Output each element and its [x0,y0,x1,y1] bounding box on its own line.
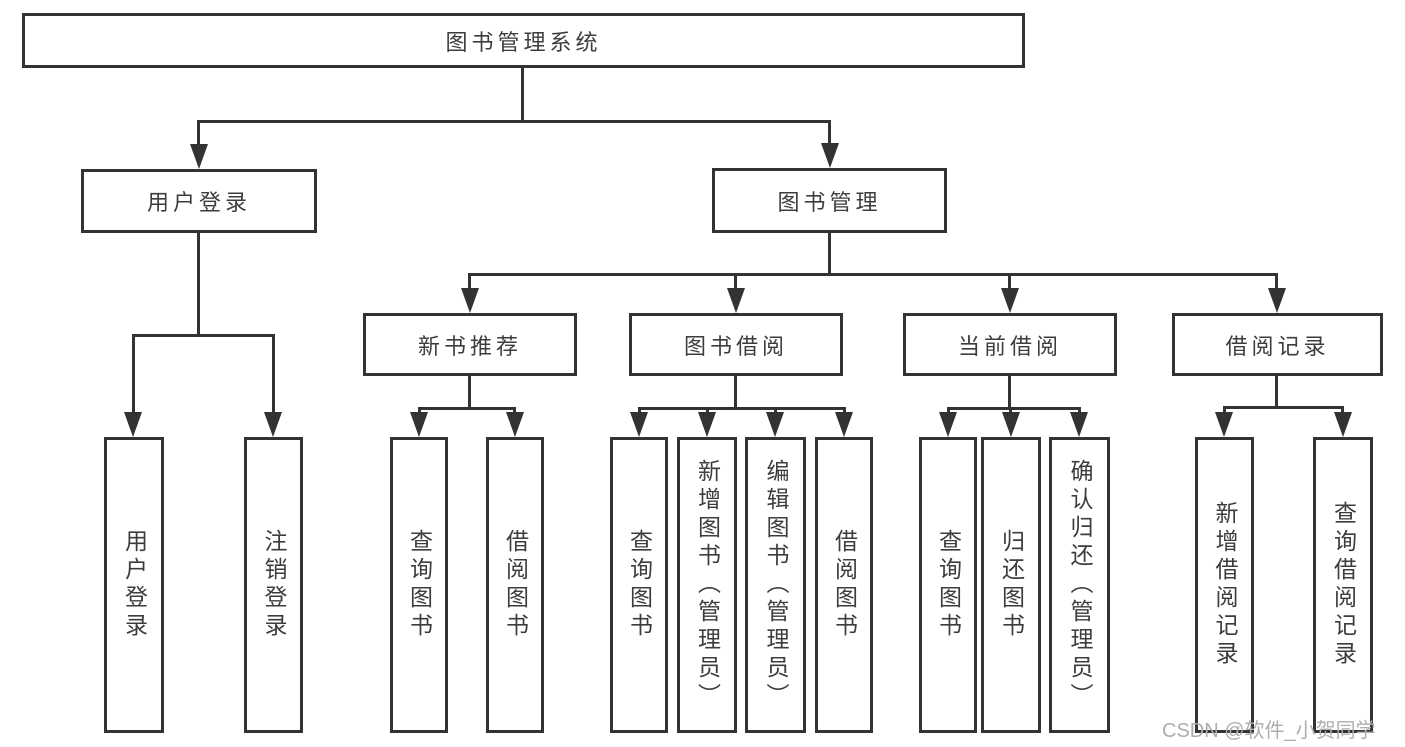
node-current-borrowing: 当前借阅 [903,313,1117,376]
arrowhead-icon [821,143,839,168]
arrowhead-icon [506,412,524,437]
arrowhead-icon [1334,412,1352,437]
connector-level1-bar [197,120,831,123]
connector-bar [1223,406,1344,409]
node-user-login: 用户登录 [81,169,317,233]
leaf-confirm-return-admin: 确认归还（管理员） [1049,437,1110,733]
connector-drop [734,273,737,291]
connector-stem [468,376,471,410]
arrowhead-icon [190,144,208,169]
arrowhead-icon [1070,412,1088,437]
arrowhead-icon [1215,412,1233,437]
arrowhead-icon [1002,412,1020,437]
leaf-add-books-admin: 新增图书（管理员） [677,437,737,733]
leaf-return-books: 归还图书 [981,437,1041,733]
leaf-edit-books-admin: 编辑图书（管理员） [745,437,806,733]
connector-stem [734,376,737,410]
connector-stem [1275,376,1278,408]
node-book-management: 图书管理 [712,168,947,233]
connector-drop [1275,273,1278,291]
connector-book-management-stem [828,233,831,276]
node-borrowing-records: 借阅记录 [1172,313,1383,376]
leaf-query-borrow-record: 查询借阅记录 [1313,437,1373,733]
leaf-logout: 注销登录 [244,437,303,733]
arrowhead-icon [766,412,784,437]
arrowhead-icon [461,288,479,313]
connector-drop-user-login [197,120,200,150]
arrowhead-icon [124,412,142,437]
arrowhead-icon [1268,288,1286,313]
leaf-add-borrow-record: 新增借阅记录 [1195,437,1254,733]
connector-drop [132,334,135,416]
leaf-query-books-recommend: 查询图书 [390,437,448,733]
leaf-borrow-books: 借阅图书 [815,437,873,733]
connector-user-login-bar [132,334,275,337]
connector-root-stem [521,68,524,123]
connector-bar [947,407,1080,410]
node-root: 图书管理系统 [22,13,1025,68]
leaf-user-login: 用户登录 [104,437,164,733]
connector-bar [638,407,846,410]
leaf-query-books-borrowing: 查询图书 [610,437,668,733]
connector-drop [272,334,275,416]
arrowhead-icon [698,412,716,437]
arrowhead-icon [1001,288,1019,313]
arrowhead-icon [939,412,957,437]
arrowhead-icon [727,288,745,313]
connector-drop [1008,273,1011,291]
arrowhead-icon [410,412,428,437]
connector-drop [468,273,471,291]
leaf-query-books-current: 查询图书 [919,437,977,733]
connector-stem [1008,376,1011,410]
connector-bar [418,407,516,410]
connector-drop-book-management [828,120,831,149]
connector-level2-bar [468,273,1278,276]
arrowhead-icon [630,412,648,437]
csdn-watermark: CSDN @软件_小贺同学 [1162,720,1376,742]
leaf-borrow-books-recommend: 借阅图书 [486,437,544,733]
arrowhead-icon [835,412,853,437]
connector-user-login-stem [197,233,200,337]
arrowhead-icon [264,412,282,437]
node-book-borrowing: 图书借阅 [629,313,843,376]
node-new-book-recommendation: 新书推荐 [363,313,577,376]
